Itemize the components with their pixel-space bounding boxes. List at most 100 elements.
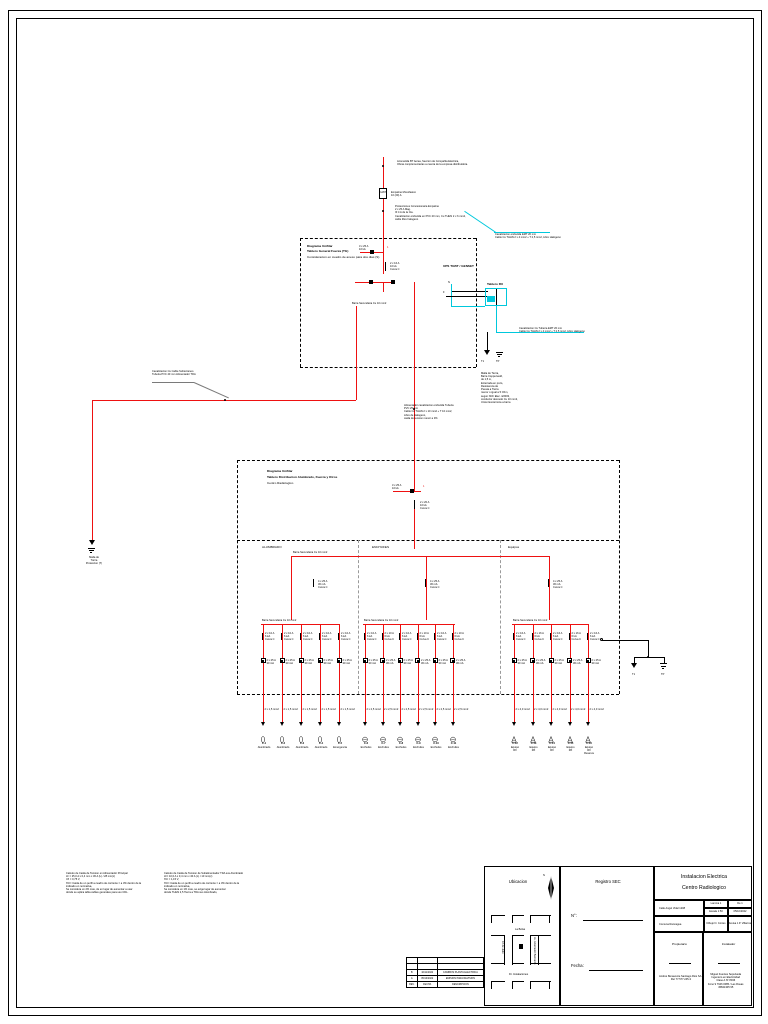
circuit-code: C-12 xyxy=(512,742,518,745)
right-ground-leg-2 xyxy=(664,657,665,663)
meter-box xyxy=(379,188,387,199)
left-ground-arrow-icon xyxy=(88,540,95,545)
feeder-left-note: Canalizacion Cu Cable Subterraneo Tuberi… xyxy=(152,370,196,377)
circuit-code: C-13 xyxy=(530,742,537,745)
fecha-input-line[interactable] xyxy=(589,970,643,971)
project-title-cell: Instalacion Electrica Centro Radiologico xyxy=(654,866,752,900)
earth-tag-1: T1 xyxy=(481,360,485,363)
circuit-description: Alumbrado xyxy=(257,746,271,749)
lamp-icon xyxy=(279,730,285,748)
circuit-differential-symbol xyxy=(450,658,455,663)
circuit-differential-label: 2 x 25 A 30 mA xyxy=(456,658,466,665)
panel-general-border-right xyxy=(476,238,477,367)
numero-input-line[interactable] xyxy=(583,920,643,921)
circuit-breaker-label: 2 x 10 A 6 kA Curva C xyxy=(341,632,351,642)
panel-general-title-1: Diagrama Unifilar xyxy=(307,244,333,248)
site-marker xyxy=(519,944,523,949)
circuit-drop xyxy=(452,624,454,658)
left-ground-bar-3 xyxy=(90,552,93,553)
circuit-cable-label: 2 x 2,5 mm2 xyxy=(401,708,416,711)
circuit-drop xyxy=(400,624,401,658)
circuit-description: Alumbrado xyxy=(314,746,328,749)
circuit-breaker-label: 2 x 10 A 6 kA Curva C xyxy=(284,632,294,642)
panel-general-main-breaker-id: 1 xyxy=(387,246,389,249)
circuit-breaker-stem xyxy=(281,633,282,640)
circuit-group-bus xyxy=(365,624,453,625)
equipment-icon xyxy=(511,730,518,748)
circuit-code: C-14 xyxy=(549,742,555,745)
calc-note-right: Calculo de Caida de Tension de Subalimen… xyxy=(164,872,244,895)
circuit-code: C-11 xyxy=(450,742,457,745)
circuit-description: Enchufes xyxy=(430,746,442,749)
outlet-icon xyxy=(380,730,386,748)
circuit-differential-label: 2 x 25 A 30 mA xyxy=(323,658,333,665)
feeder-left-junction-dot xyxy=(224,399,226,401)
circuit-differential-label: 2 x 25 A 30 mA xyxy=(342,658,352,665)
panel-tda-divider xyxy=(237,540,619,541)
circuit-description: Equipo RX xyxy=(529,746,538,753)
panel-general-bus-drop xyxy=(356,306,357,328)
circuit-cable-label: 2 x 1,5 mm2 xyxy=(340,708,355,711)
circuit-description: Enchufes xyxy=(360,746,372,749)
circuit-outgoing-wire xyxy=(365,663,366,722)
revision-rev: REV. xyxy=(406,981,418,988)
circuit-breaker-label: 2 x 10 A 6 kA Curva C xyxy=(419,632,430,642)
circuit-terminal-arrow xyxy=(299,722,303,726)
circuit-breaker-label: 2 x 16 A 6 kA Curva C xyxy=(571,632,582,642)
circuit-breaker-stem xyxy=(550,633,551,640)
circuit-outgoing-wire xyxy=(301,663,302,722)
circuit-drop xyxy=(301,624,302,658)
circuit-cable-label: 2 x 1,5 mm2 xyxy=(283,708,298,711)
circuit-outgoing-wire xyxy=(282,663,283,722)
circuit-drop xyxy=(339,624,340,658)
panel-tda-main-bus xyxy=(291,556,549,557)
circuit-breaker-stem xyxy=(451,633,453,640)
earth-symbol-bar-3 xyxy=(498,356,501,357)
circuit-cable-label: 2 x 4,0 mm2 xyxy=(571,708,586,711)
circuit-terminal-arrow xyxy=(363,722,367,726)
fecha-value-cell: 05/10/2022 xyxy=(728,908,752,916)
group-b-diff-label: 4 x 25 A 30 mA Curva C xyxy=(430,580,440,590)
right-ground-node xyxy=(600,638,603,641)
panel-general-border-bottom xyxy=(300,367,476,368)
group-label-alumbrado: ALUMBRADO xyxy=(262,545,282,549)
map-street-right: Av. Libertador Bernardo xyxy=(533,937,536,965)
circuit-breaker-label: 2 x 10 A 6 kA Curva C xyxy=(454,632,465,642)
right-ground-bar-2 xyxy=(661,665,666,667)
group-a-drop xyxy=(291,556,292,620)
group-a-bus-label: Barra Secundaria Cu 10 mm2 xyxy=(262,619,297,622)
circuit-differential-label: 2 x 25 A 30 mA xyxy=(438,658,448,665)
circuit-drop xyxy=(320,624,321,658)
circuit-differential-label: 2 x 25 A 30 mA xyxy=(403,658,413,665)
ups-cyan-drop xyxy=(496,306,497,332)
circuit-cable-label: 2 x 1,5 mm2 xyxy=(302,708,317,711)
group-b-bus-label: Barra Secundaria Cu 10 mm2 xyxy=(364,619,399,622)
circuit-cable-label: 2 x 4,0 mm2 xyxy=(552,708,567,711)
right-ground-split xyxy=(634,657,664,658)
panel-tda-incoming xyxy=(414,442,415,492)
circuit-differential-symbol xyxy=(548,658,554,663)
ups-note-top-leader xyxy=(494,232,550,233)
dibujo-label: Dibujo N. Cortes xyxy=(706,922,726,926)
panel-tda-main-breaker-id: 1 xyxy=(423,485,425,488)
circuit-code: C-7 xyxy=(381,742,386,745)
ups-equipment-inner xyxy=(487,296,495,302)
group-c-drop xyxy=(549,556,550,620)
circuit-description: Equipo RX Reserva xyxy=(584,746,594,756)
propietario-value: Andres Benavente Santiago Rios SA., Rut … xyxy=(659,975,703,982)
ubicacion-label: Ubicacion xyxy=(508,879,528,884)
escala-label: Escala 1:50 xyxy=(709,910,723,914)
circuit-terminal-arrow xyxy=(433,722,437,726)
right-ground-drop xyxy=(648,640,649,657)
circuit-differential-label: 2 x 25 A 30 mA xyxy=(368,658,378,665)
instalador-label: Instalador xyxy=(721,942,736,946)
panel-general-title-3: Consideracion en cuadro de anexo para do… xyxy=(307,254,380,259)
panel-tda-title-2: Tablero Distribucion Alumbrado, Fuerza y… xyxy=(267,475,338,479)
circuit-outgoing-wire xyxy=(339,663,340,722)
map-street-bottom: Dr. Instalaciones xyxy=(509,973,529,976)
circuit-code: C-10 xyxy=(433,742,439,745)
circuit-breaker-stem xyxy=(587,633,588,640)
ups-cyan-v1 xyxy=(451,284,452,306)
earth-tag-2: TP xyxy=(496,360,500,363)
